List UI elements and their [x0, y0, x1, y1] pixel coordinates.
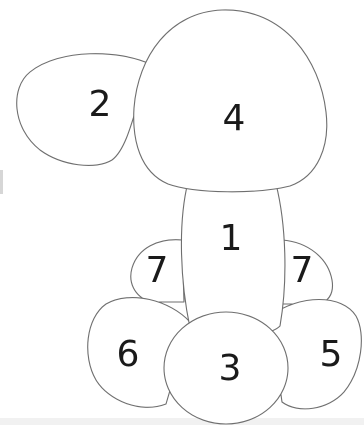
bottom-band: [0, 418, 364, 425]
piece-7-left-label: 7: [146, 250, 169, 291]
piece-2-label: 2: [89, 84, 112, 125]
piece-2-shape: [17, 54, 150, 166]
piece-5-label: 5: [320, 334, 343, 375]
piece-4-label: 4: [223, 98, 246, 139]
left-edge-mark: [0, 170, 3, 194]
piece-1-label: 1: [220, 218, 243, 259]
piece-7-right-label: 7: [291, 250, 314, 291]
piece-3-label: 3: [219, 348, 242, 389]
piece-6-label: 6: [117, 334, 140, 375]
